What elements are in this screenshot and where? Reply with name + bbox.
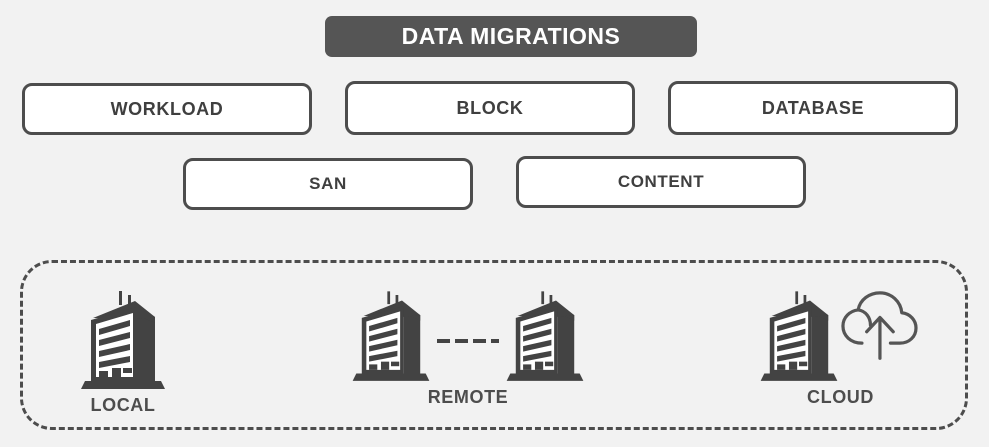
category-label-content: CONTENT xyxy=(617,172,705,191)
category-label-database: DATABASE xyxy=(761,97,865,118)
deployment-targets-container: LOCAL xyxy=(20,260,968,430)
local-icons xyxy=(77,289,169,393)
building-icon xyxy=(352,291,430,381)
category-label-workload: WORKLOAD xyxy=(110,98,224,119)
category-box-database[interactable]: DATABASE xyxy=(668,81,958,135)
building-icon xyxy=(760,291,837,381)
deployment-group-cloud[interactable]: CLOUD xyxy=(733,289,948,408)
page-title-banner: DATA MIGRATIONS xyxy=(325,16,697,57)
deployment-group-remote[interactable]: REMOTE xyxy=(338,289,598,408)
category-label-san: SAN xyxy=(309,174,347,193)
category-label-block: BLOCK xyxy=(456,97,524,118)
remote-icons xyxy=(349,289,587,385)
building-icon xyxy=(81,291,165,389)
dashed-link-icon xyxy=(437,339,499,343)
cloud-icons xyxy=(757,289,925,385)
cloud-upload-icon xyxy=(840,291,918,360)
category-box-san[interactable]: SAN xyxy=(183,158,473,210)
deployment-label-local: LOCAL xyxy=(90,395,156,415)
deployment-group-local[interactable]: LOCAL xyxy=(53,289,193,416)
page-title: DATA MIGRATIONS xyxy=(401,23,621,49)
building-icon xyxy=(506,291,584,381)
category-box-workload[interactable]: WORKLOAD xyxy=(22,83,312,135)
deployment-label-remote: REMOTE xyxy=(427,387,509,407)
deployment-label-cloud: CLOUD xyxy=(807,387,874,407)
category-box-block[interactable]: BLOCK xyxy=(345,81,635,135)
category-box-content[interactable]: CONTENT xyxy=(516,156,806,208)
